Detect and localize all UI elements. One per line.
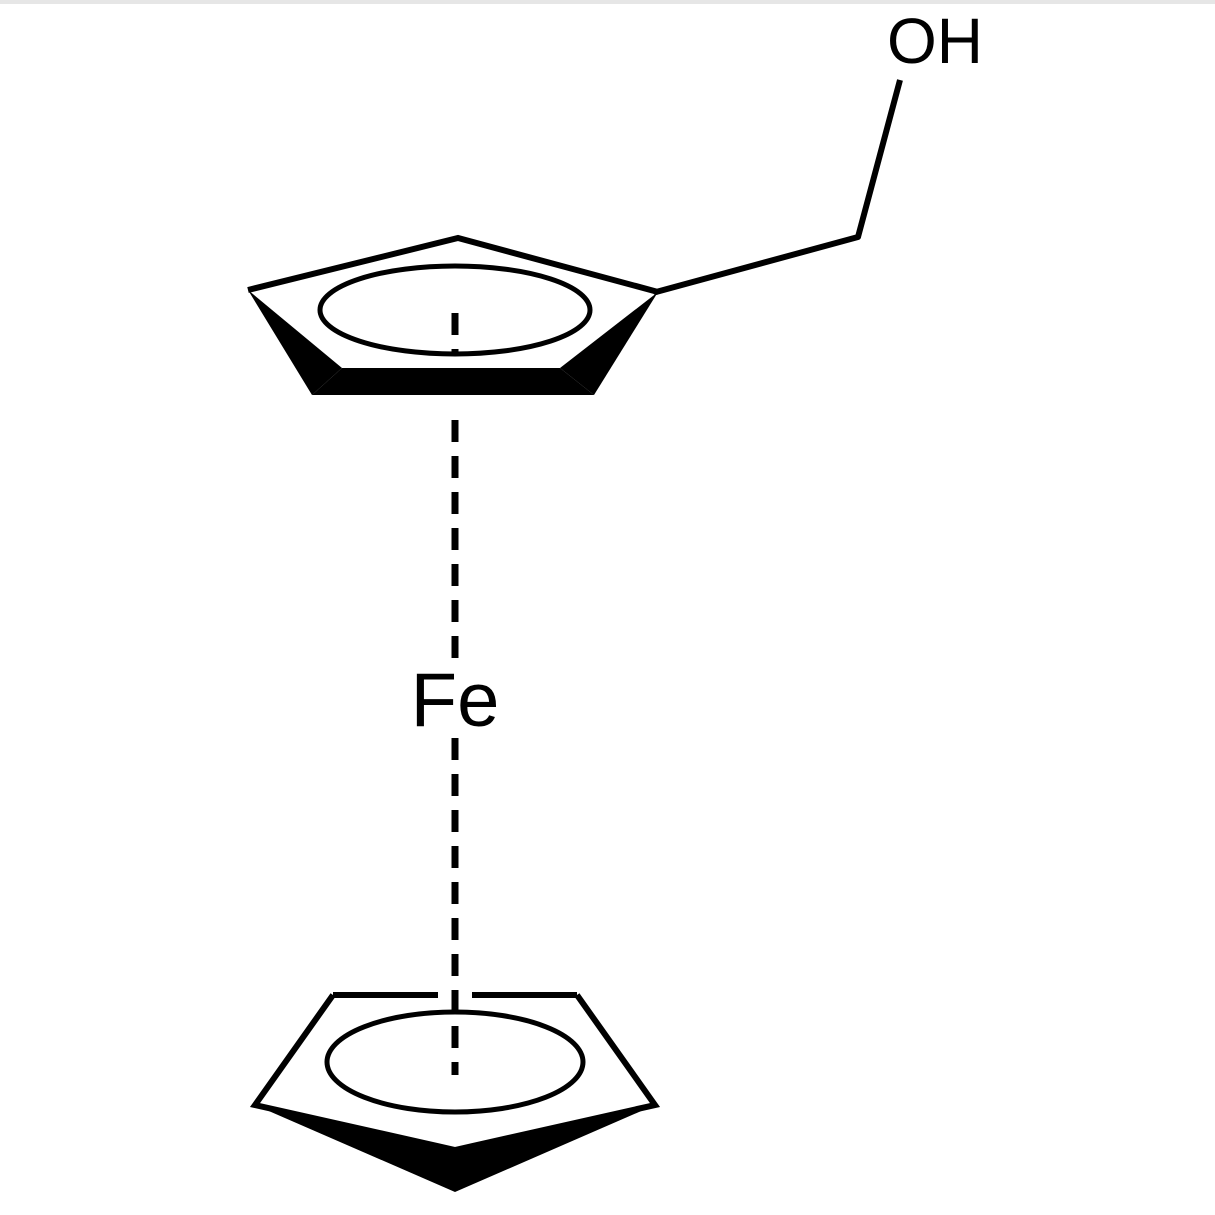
lower-ring-right-wedge: [455, 1105, 655, 1192]
upper-ring-right-wedge: [560, 292, 658, 395]
upper-cyclopentadienyl-ring: [247, 234, 659, 395]
ch2-to-oxygen-bond: [855, 79, 903, 238]
top-border-strip: [0, 0, 1215, 4]
hydroxymethyl-substituent: OH: [653, 5, 983, 295]
upper-ring-left-wedge: [248, 290, 342, 395]
upper-ring-aromatic-circle: [317, 263, 593, 357]
ring-to-ch2-bond: [653, 234, 861, 295]
lower-ring-aromatic-circle: [324, 1009, 586, 1115]
lower-ring-left-wedge: [255, 1105, 455, 1192]
lower-cyclopentadienyl-ring: [249, 992, 661, 1192]
iron-label: Fe: [411, 658, 500, 743]
hydroxyl-label: OH: [887, 5, 983, 77]
upper-ring-front-wedge: [312, 368, 594, 395]
upper-ring-back-edges: [247, 234, 659, 295]
